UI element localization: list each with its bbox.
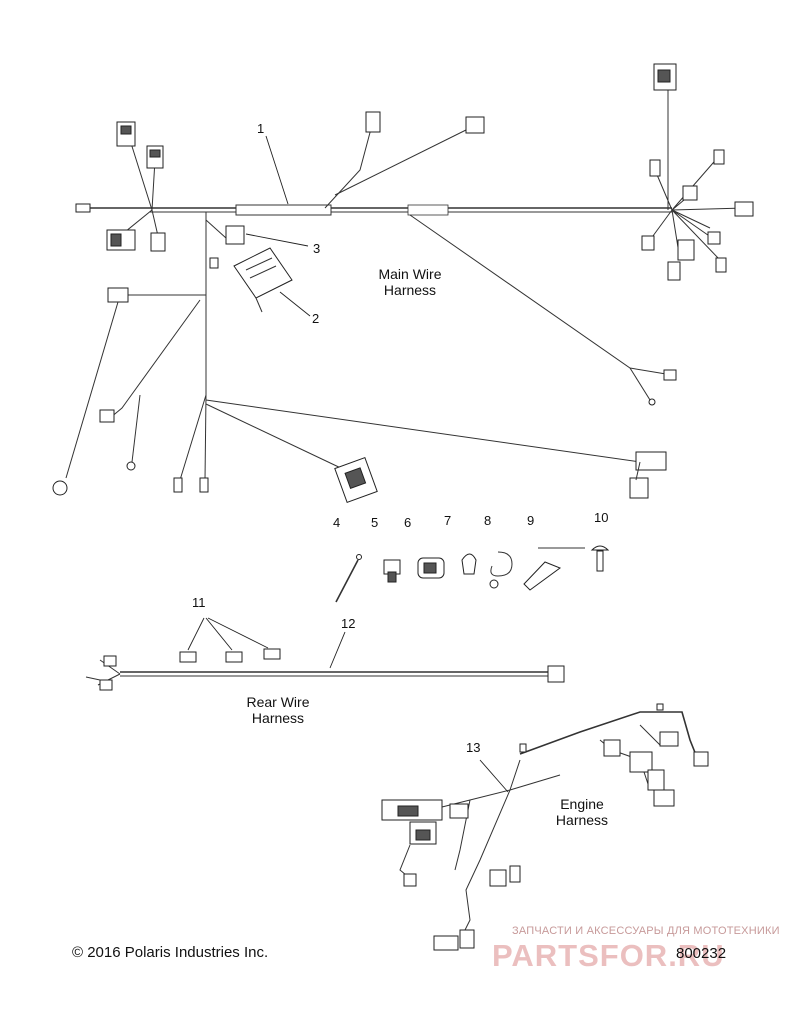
engine-harness [381,703,709,951]
callout-8: 8 [484,513,492,528]
rear-harness-label: Rear Wire Harness [228,694,328,726]
main-harness-label-line1: Main Wire [378,266,442,282]
engine-harness-label-line2: Harness [555,812,609,828]
callout-5: 5 [371,515,379,530]
main-wire-harness [52,63,754,504]
callout-leaders [245,135,509,793]
callout-4: 4 [333,515,341,530]
callout-12: 12 [341,616,356,631]
callout-1: 1 [257,121,265,136]
callout-6: 6 [404,515,412,530]
engine-harness-label-line1: Engine [560,796,604,812]
callout-3: 3 [313,241,321,256]
rear-wire-harness [85,617,565,691]
rear-harness-label-line2: Harness [251,710,305,726]
rear-harness-label-line1: Rear Wire [246,694,310,710]
copyright-text: © 2016 Polaris Industries Inc. [72,944,269,961]
watermark-tagline: ЗАПЧАСТИ И АКСЕССУАРЫ ДЛЯ МОТОТЕХНИКИ [512,925,780,937]
main-harness-label: Main Wire Harness [360,266,460,298]
engine-harness-label: Engine Harness [532,796,632,828]
callout-10: 10 [594,510,609,525]
small-parts [335,545,610,603]
figure-number: 800232 [676,945,727,962]
callout-7: 7 [444,513,452,528]
callout-11: 11 [192,595,206,610]
watermark-logo: PARTSFOR.RU [492,938,725,973]
main-harness-label-line2: Harness [383,282,437,298]
callout-13: 13 [466,740,481,755]
callout-2: 2 [312,311,320,326]
callout-9: 9 [527,513,535,528]
